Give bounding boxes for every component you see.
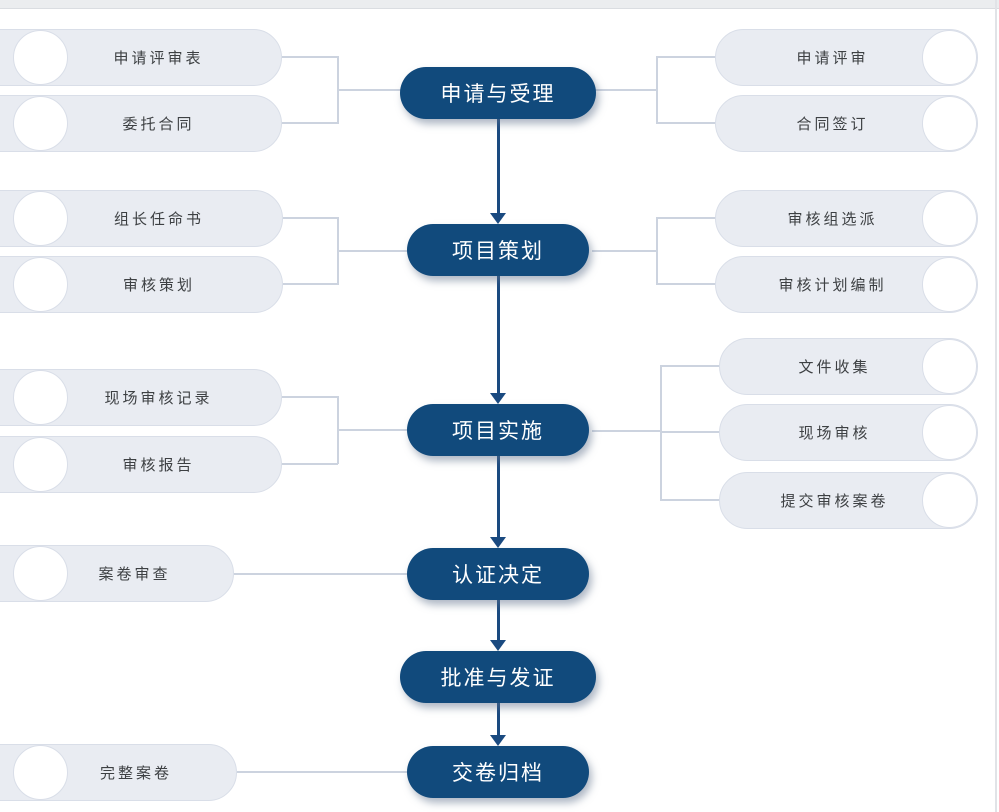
- circle-cutout-icon: [13, 96, 68, 151]
- capsule-label: 提交审核案卷: [780, 492, 889, 510]
- capsule-label: 申请评审表: [113, 49, 204, 67]
- connector-line: [656, 122, 716, 124]
- stage-label: 项目实施: [452, 419, 544, 443]
- connector-line: [660, 365, 720, 367]
- doc-audit-planning: 审核策划: [0, 256, 283, 313]
- flow-arrow-down-icon: [490, 456, 506, 548]
- capsule-label: 审核报告: [122, 456, 195, 474]
- circle-cutout-icon: [13, 437, 68, 492]
- circle-cutout-icon: [13, 745, 68, 800]
- doc-leader-appointment-letter: 组长任命书: [0, 190, 283, 247]
- connector-line: [656, 217, 658, 285]
- connector-line: [282, 463, 338, 465]
- capsule-label: 委托合同: [122, 115, 195, 133]
- page-edge-line: [995, 0, 997, 812]
- connector-line: [656, 56, 658, 124]
- step-submit-audit-case-file: 提交审核案卷: [719, 472, 978, 529]
- connector-line: [237, 771, 407, 773]
- doc-application-review-form: 申请评审表: [0, 29, 282, 86]
- connector-line: [282, 396, 338, 398]
- circle-cutout-icon: [13, 546, 68, 601]
- circle-cutout-icon: [922, 96, 977, 151]
- doc-entrustment-contract: 委托合同: [0, 95, 282, 152]
- connector-line: [592, 250, 658, 252]
- stage-label: 申请与受理: [440, 82, 556, 106]
- circle-cutout-icon: [922, 257, 977, 312]
- capsule-label: 审核计划编制: [778, 276, 887, 294]
- capsule-label: 案卷审查: [98, 565, 171, 583]
- capsule-label: 完整案卷: [99, 764, 172, 782]
- circle-cutout-icon: [13, 257, 68, 312]
- capsule-label: 审核策划: [122, 276, 195, 294]
- circle-cutout-icon: [922, 405, 977, 460]
- capsule-label: 现场审核记录: [104, 389, 213, 407]
- stage-certification-decision: 认证决定: [407, 548, 589, 600]
- doc-complete-case-file: 完整案卷: [0, 744, 237, 801]
- connector-line: [283, 283, 338, 285]
- top-border-strip: [0, 0, 999, 9]
- step-audit-plan-preparation: 审核计划编制: [715, 256, 978, 313]
- stage-project-planning: 项目策划: [407, 224, 589, 276]
- flow-arrow-down-icon: [490, 600, 506, 651]
- connector-line: [337, 250, 407, 252]
- circle-cutout-icon: [13, 30, 68, 85]
- stage-approval-certificate-issue: 批准与发证: [400, 651, 596, 703]
- connector-line: [337, 89, 407, 91]
- capsule-label: 现场审核: [798, 424, 871, 442]
- connector-line: [656, 283, 716, 285]
- stage-application-acceptance: 申请与受理: [400, 67, 596, 119]
- step-audit-team-selection: 审核组选派: [715, 190, 978, 247]
- doc-audit-report: 审核报告: [0, 436, 282, 493]
- connector-line: [660, 365, 662, 501]
- capsule-label: 申请评审: [796, 49, 869, 67]
- connector-line: [660, 431, 720, 433]
- doc-onsite-audit-record: 现场审核记录: [0, 369, 282, 426]
- doc-case-file-review: 案卷审查: [0, 545, 234, 602]
- connector-line: [592, 430, 662, 432]
- stage-label: 认证决定: [452, 563, 544, 587]
- step-onsite-audit: 现场审核: [719, 404, 978, 461]
- flow-arrow-down-icon: [490, 703, 506, 746]
- connector-line: [592, 89, 658, 91]
- circle-cutout-icon: [922, 30, 977, 85]
- capsule-label: 组长任命书: [113, 210, 204, 228]
- connector-line: [234, 573, 407, 575]
- stage-file-archiving: 交卷归档: [407, 746, 589, 798]
- step-contract-signing: 合同签订: [715, 95, 978, 152]
- flow-arrow-down-icon: [490, 276, 506, 404]
- stage-project-implementation: 项目实施: [407, 404, 589, 456]
- circle-cutout-icon: [13, 191, 68, 246]
- connector-line: [660, 499, 720, 501]
- connector-line: [337, 429, 407, 431]
- connector-line: [656, 217, 716, 219]
- connector-line: [656, 56, 716, 58]
- circle-cutout-icon: [922, 191, 977, 246]
- capsule-label: 审核组选派: [787, 210, 878, 228]
- circle-cutout-icon: [13, 370, 68, 425]
- stage-label: 项目策划: [452, 239, 544, 263]
- connector-line: [282, 56, 338, 58]
- capsule-label: 合同签订: [796, 115, 869, 133]
- connector-line: [282, 122, 338, 124]
- stage-label: 批准与发证: [440, 666, 556, 690]
- connector-line: [283, 217, 338, 219]
- capsule-label: 文件收集: [798, 358, 871, 376]
- circle-cutout-icon: [922, 473, 977, 528]
- step-application-review: 申请评审: [715, 29, 978, 86]
- step-document-collection: 文件收集: [719, 338, 978, 395]
- flow-arrow-down-icon: [490, 119, 506, 224]
- circle-cutout-icon: [922, 339, 977, 394]
- stage-label: 交卷归档: [452, 761, 544, 785]
